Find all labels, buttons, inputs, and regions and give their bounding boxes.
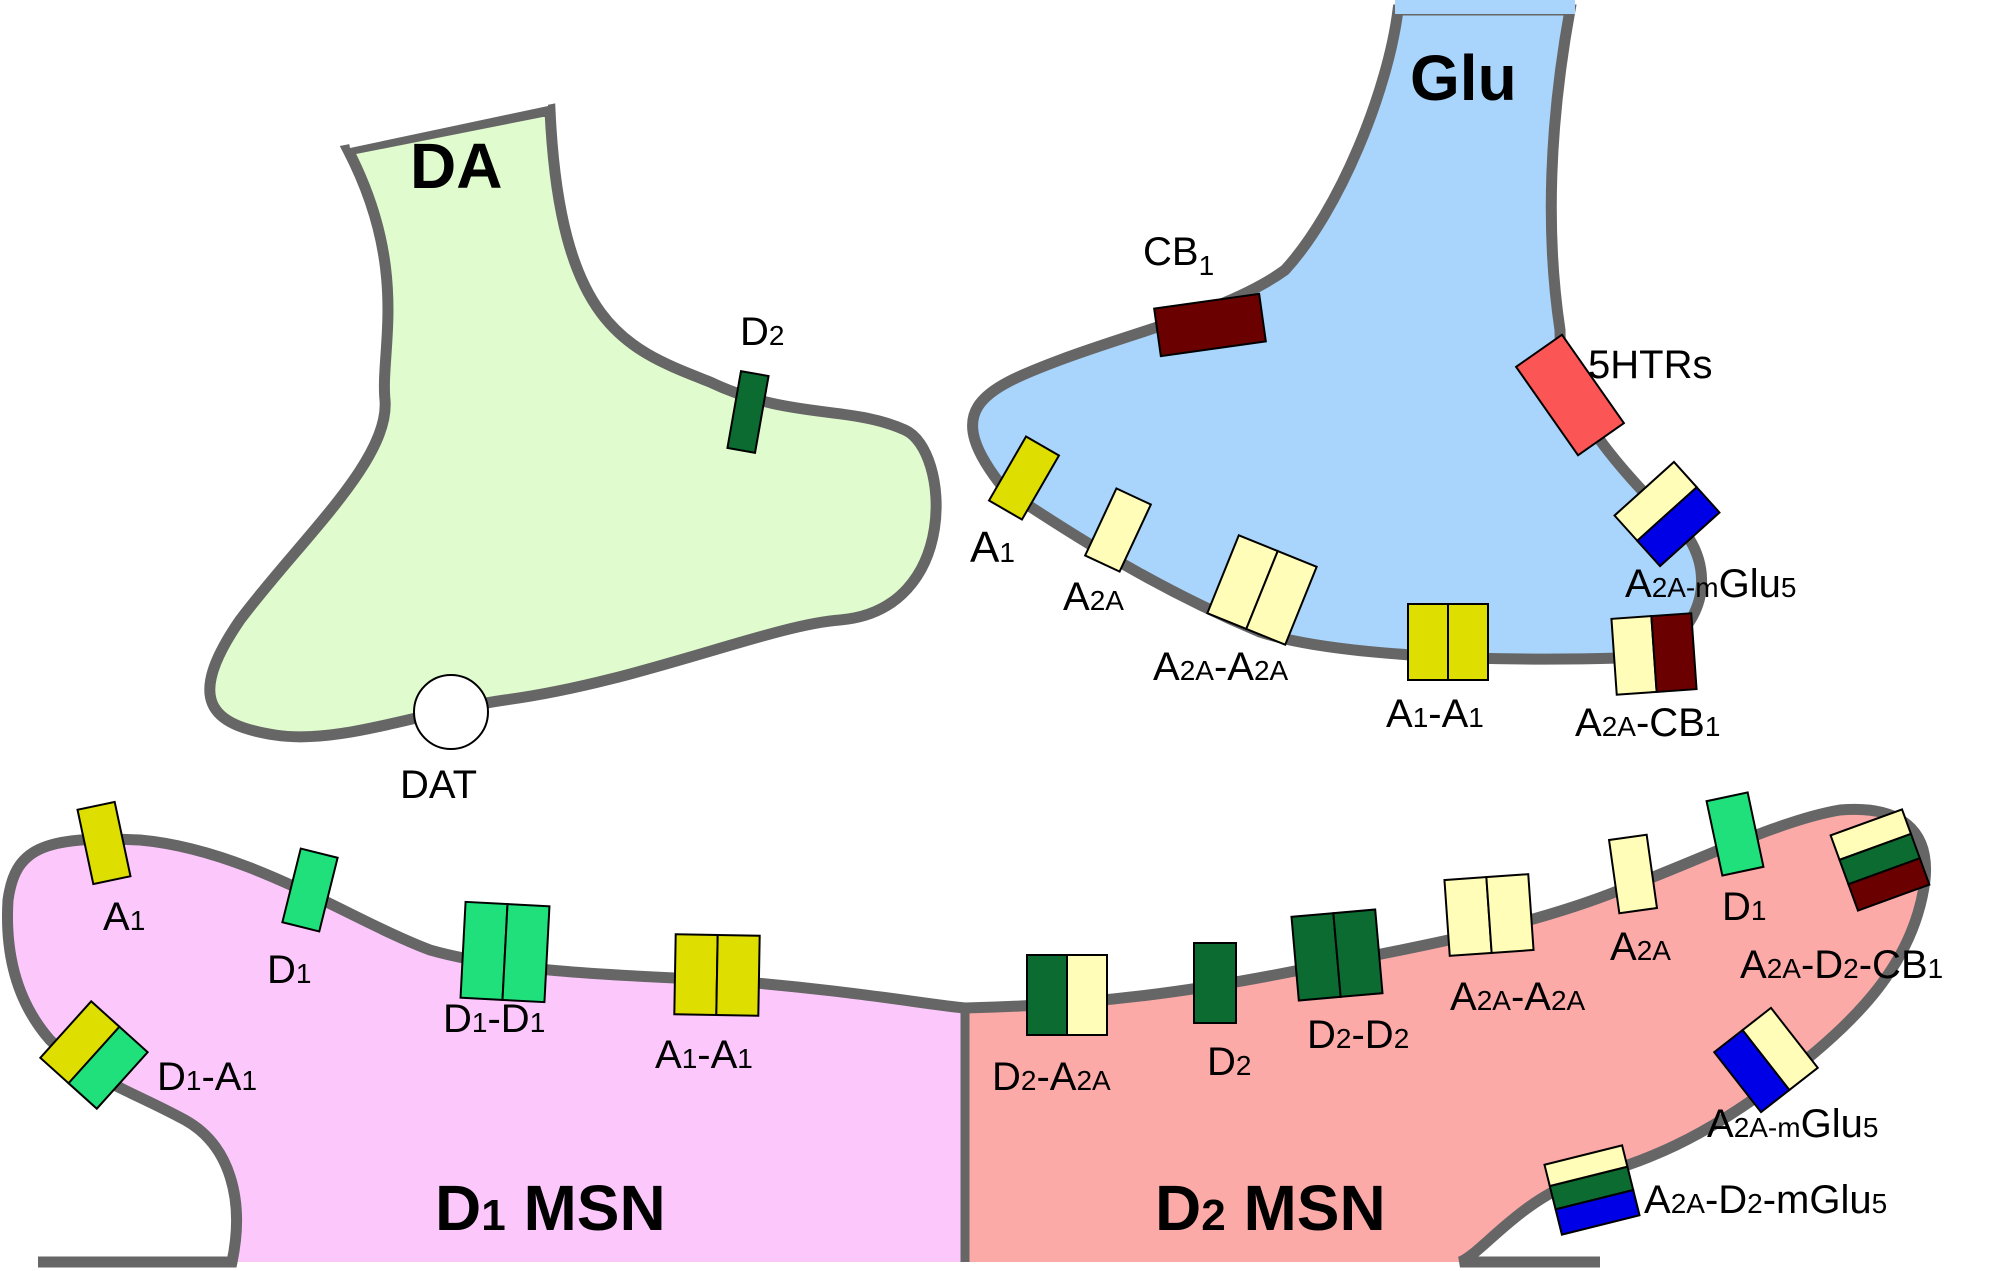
d2msn-a2a-d2-cb1-label: A2A-D2-CB1 bbox=[1740, 943, 1943, 987]
d2msn-a2a-mglu5-heteromer bbox=[1712, 1006, 1820, 1114]
5ht-label: 5HTRs bbox=[1588, 343, 1712, 387]
d2msn-d2-d2-label: D2-D2 bbox=[1307, 1013, 1409, 1057]
da-d2-receptor bbox=[726, 370, 770, 454]
d1-msn-title: D1 MSN bbox=[435, 1172, 666, 1244]
glu-a1-receptor bbox=[987, 435, 1061, 521]
glu-a2a-mglu5-label: A2A-mGlu5 bbox=[1625, 562, 1796, 606]
d1msn-d1-receptor bbox=[281, 847, 339, 933]
d1msn-d1-a1-heteromer bbox=[38, 999, 150, 1111]
d2msn-a2a-label: A2A bbox=[1610, 925, 1671, 969]
d2msn-a2a-d2-mglu5-label: A2A-D2-mGlu5 bbox=[1644, 1178, 1887, 1222]
5ht-receptor bbox=[1514, 333, 1626, 457]
d2-msn-title: D2 MSN bbox=[1155, 1172, 1386, 1244]
glu-a2a-cb1-label: A2A-CB1 bbox=[1575, 701, 1720, 745]
glu-terminal bbox=[967, 4, 1708, 665]
d2msn-d2-a2a-heteromer bbox=[1026, 954, 1108, 1036]
glu-a1-a1-heteromer bbox=[1407, 603, 1489, 681]
d1msn-d1-d1-heteromer bbox=[459, 900, 551, 1004]
da-terminal bbox=[204, 103, 942, 743]
glu-a2a-a2a-label: A2A-A2A bbox=[1153, 645, 1289, 689]
d2msn-a2a-a2a-heteromer bbox=[1443, 873, 1535, 957]
d2msn-a2a-mglu5-label: A2A-mGlu5 bbox=[1707, 1102, 1878, 1146]
d1msn-a1-a1-label: A1-A1 bbox=[655, 1033, 753, 1077]
d1msn-a1-label: A1 bbox=[103, 895, 145, 939]
d1msn-a1-a1-heteromer bbox=[673, 933, 761, 1017]
da-title: DA bbox=[410, 130, 502, 202]
d2msn-d2-receptor bbox=[1193, 942, 1237, 1024]
da-d2-label: D2 bbox=[740, 310, 784, 354]
d2msn-d1-label: D1 bbox=[1722, 885, 1766, 929]
d1msn-a1-receptor bbox=[76, 800, 132, 886]
d2-msn bbox=[965, 809, 1926, 1262]
glu-a2a-a2a-heteromer bbox=[1206, 534, 1318, 646]
d1msn-d1-label: D1 bbox=[267, 948, 311, 992]
glu-a2a-mglu5-heteromer bbox=[1613, 460, 1721, 568]
glu-a2a-cb1-heteromer bbox=[1610, 612, 1698, 696]
d2msn-d1-receptor bbox=[1705, 791, 1765, 877]
cb1-label: CB1 bbox=[1143, 230, 1214, 281]
msn-membrane bbox=[2, 803, 1932, 1268]
glu-a1-a1-label: A1-A1 bbox=[1386, 692, 1484, 736]
d1msn-d1-d1-label: D1-D1 bbox=[443, 997, 545, 1041]
glu-a1-label: A1 bbox=[970, 523, 1015, 572]
d1-msn bbox=[7, 839, 966, 1262]
d2msn-a2a-d2-cb1-heteromer bbox=[1829, 808, 1931, 912]
glu-title: Glu bbox=[1410, 42, 1517, 114]
d2msn-d2-label: D2 bbox=[1207, 1040, 1251, 1084]
dat-transporter bbox=[413, 674, 489, 750]
da-terminal-top-cover bbox=[340, 96, 548, 148]
d2msn-a2a-a2a-label: A2A-A2A bbox=[1450, 975, 1586, 1019]
d2msn-a2a-receptor bbox=[1607, 833, 1659, 915]
d1msn-d1-a1-label: D1-A1 bbox=[157, 1055, 257, 1099]
d2msn-a2a-d2-mglu5-heteromer bbox=[1543, 1144, 1641, 1236]
cb1-receptor bbox=[1153, 292, 1267, 358]
dat-label: DAT bbox=[400, 763, 477, 807]
d2msn-d2-d2-heteromer bbox=[1290, 908, 1384, 1002]
d2msn-d2-a2a-label: D2-A2A bbox=[992, 1055, 1111, 1099]
glu-a2a-receptor bbox=[1083, 487, 1153, 573]
glu-a2a-label: A2A bbox=[1063, 575, 1124, 619]
